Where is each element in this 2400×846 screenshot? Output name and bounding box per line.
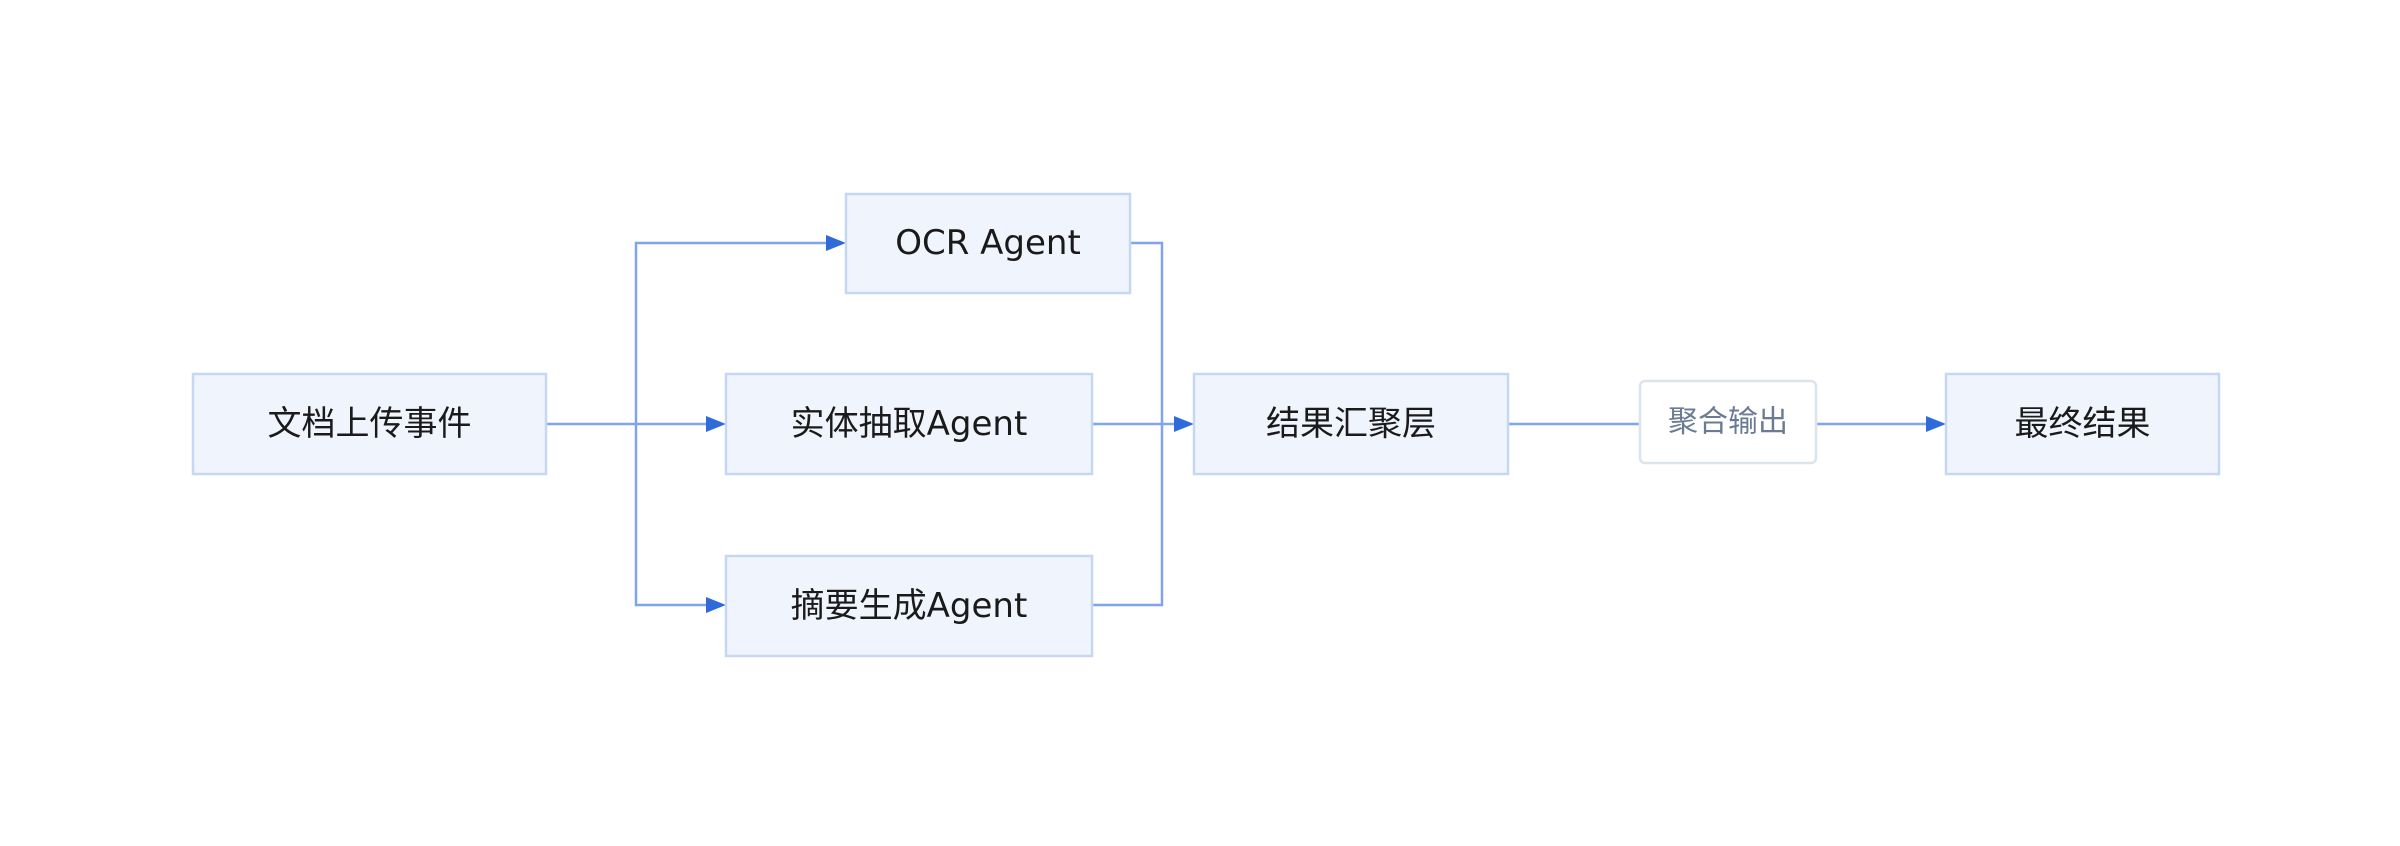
arrow-head-icon	[826, 235, 846, 251]
edge-upload-to-summary	[634, 424, 726, 613]
node-upload-event: 文档上传事件	[191, 372, 548, 476]
arrow-head-icon	[706, 597, 726, 613]
node-summary-agent-label: 摘要生成Agent	[791, 586, 1028, 626]
node-entity-extraction-agent: 实体抽取Agent	[724, 372, 1094, 476]
node-upload-event-label: 文档上传事件	[268, 404, 472, 444]
edge-label-aggregate-output: 聚合输出	[1638, 379, 1818, 465]
node-aggregation-layer: 结果汇聚层	[1192, 372, 1510, 476]
arrow-head-icon	[1926, 416, 1946, 432]
edge-entity-to-aggregate	[1092, 416, 1194, 432]
node-summary-agent: 摘要生成Agent	[724, 554, 1094, 658]
arrow-head-icon	[706, 416, 726, 432]
node-final-result: 最终结果	[1944, 372, 2221, 476]
arrow-head-icon	[1174, 416, 1194, 432]
edge-upload-to-ocr	[634, 235, 846, 424]
node-ocr-agent: OCR Agent	[844, 192, 1132, 295]
node-final-result-label: 最终结果	[2015, 404, 2151, 444]
edge-summary-to-aggregate	[1092, 424, 1164, 607]
edge-label-text: 聚合输出	[1668, 405, 1788, 440]
node-entity-extraction-agent-label: 实体抽取Agent	[791, 404, 1028, 444]
node-aggregation-layer-label: 结果汇聚层	[1266, 404, 1436, 444]
node-ocr-agent-label: OCR Agent	[895, 223, 1081, 263]
edge-aggregate-to-final	[1508, 416, 1946, 432]
edge-upload-to-entity	[546, 416, 726, 432]
edge-ocr-to-aggregate	[1130, 241, 1164, 424]
